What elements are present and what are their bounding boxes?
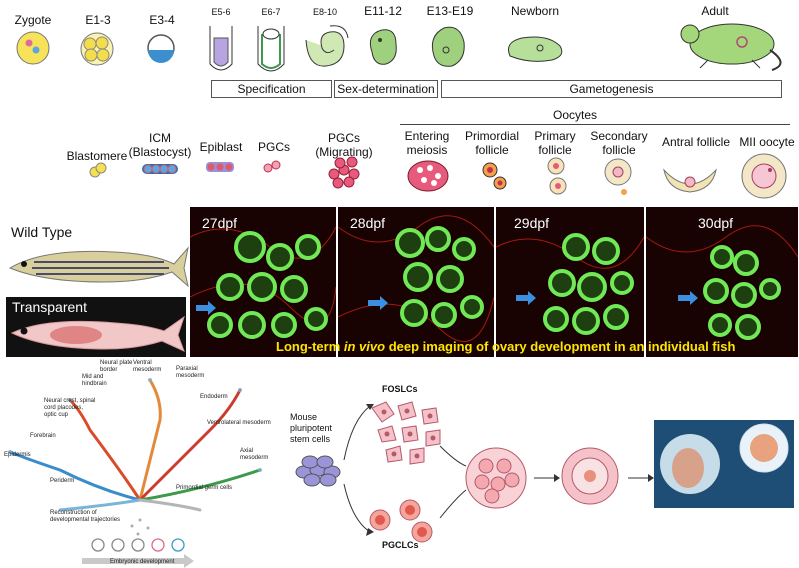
label-epiblast: Epiblast bbox=[199, 140, 243, 154]
label-pgclcs: PGCLCs bbox=[382, 540, 419, 550]
phase-specification: Specification bbox=[211, 80, 332, 98]
imaging-frame-27dpf: 27dpf bbox=[190, 207, 336, 357]
blastomere-cells bbox=[89, 162, 107, 178]
migrating-pgc-cluster bbox=[328, 156, 360, 189]
egg-cylinder-e6-illustration bbox=[257, 26, 285, 72]
icm-cells bbox=[142, 164, 178, 174]
egg-cylinder-e5-illustration bbox=[209, 26, 233, 71]
label-pgcs-migrating: PGCs (Migrating) bbox=[315, 131, 373, 159]
label-primordial-follicle: Primordial follicle bbox=[464, 129, 519, 157]
stage-label-zygote: Zygote bbox=[14, 13, 52, 27]
trajectory-tree bbox=[8, 378, 262, 568]
label-transparent: Transparent bbox=[12, 299, 87, 315]
label-neural-crest: Neural crest, spinal cord placodes, opti… bbox=[44, 398, 96, 418]
primary-follicles bbox=[547, 157, 567, 195]
antral-follicle bbox=[663, 168, 717, 193]
zygote-illustration bbox=[16, 31, 50, 65]
label-wild-type: Wild Type bbox=[11, 224, 73, 240]
wild-type-zebrafish bbox=[8, 246, 189, 288]
label-forebrain: Forebrain bbox=[30, 433, 56, 439]
timepoint-30dpf: 30dpf bbox=[698, 215, 734, 231]
label-endoderm: Endoderm bbox=[200, 394, 228, 400]
imaging-frame-29dpf: 29dpf bbox=[496, 207, 644, 357]
stage-label-e11-12: E11-12 bbox=[364, 4, 402, 18]
label-embryonic-development: Embryonic development bbox=[110, 559, 175, 565]
label-epidermis: Epidermis bbox=[4, 452, 31, 458]
oocytes-bracket bbox=[400, 124, 790, 125]
trajectory-tree-panel: Neural plate border Ventral mesoderm Par… bbox=[0, 360, 290, 568]
imaging-frame-30dpf: 30dpf bbox=[646, 207, 798, 357]
label-mid-hindbrain: Mid and hindbrain bbox=[82, 374, 107, 387]
label-periderm: Periderm bbox=[50, 478, 75, 484]
phase-gametogenesis: Gametogenesis bbox=[441, 80, 782, 98]
stage-label-newborn: Newborn bbox=[510, 4, 560, 18]
label-blastomere: Blastomere bbox=[66, 149, 128, 163]
label-mouse-psc: Mouse pluripotent stem cells bbox=[290, 412, 333, 444]
blastocyst-illustration bbox=[147, 34, 175, 63]
aggregate bbox=[465, 447, 527, 509]
meiosis-cyst bbox=[407, 160, 449, 192]
follicle bbox=[561, 447, 619, 505]
label-mii-oocyte: MII oocyte bbox=[739, 135, 795, 149]
timepoint-28dpf: 28dpf bbox=[350, 215, 386, 231]
label-paraxial-mesoderm: Paraxial mesoderm bbox=[176, 366, 205, 379]
phase-sex-determination: Sex-determination bbox=[334, 80, 438, 98]
label-antral-follicle: Antral follicle bbox=[661, 135, 731, 149]
morula-illustration bbox=[80, 32, 114, 66]
label-neural-plate-border: Neural plate border bbox=[100, 360, 133, 373]
embryo-e8-illustration bbox=[305, 25, 349, 67]
timepoint-27dpf: 27dpf bbox=[202, 215, 238, 231]
embryo-photo bbox=[654, 420, 794, 508]
mii-oocyte bbox=[741, 153, 787, 199]
stage-label-e1-3: E1-3 bbox=[85, 13, 111, 27]
germ-cell-illustrations bbox=[89, 153, 787, 199]
label-ventral-mesoderm: Ventral mesoderm bbox=[133, 360, 162, 373]
epiblast-cells bbox=[206, 162, 234, 172]
stage-label-e8-10: E8-10 bbox=[312, 7, 338, 17]
label-primary-follicle: Primary follicle bbox=[534, 129, 576, 157]
stage-label-e6-7: E6-7 bbox=[261, 7, 281, 17]
stage-label-e5-6: E5-6 bbox=[211, 7, 231, 17]
transparent-fish-photo: Transparent bbox=[6, 297, 186, 357]
label-pgcs: PGCs bbox=[257, 140, 290, 154]
pgc-cells bbox=[263, 160, 281, 173]
primordial-follicles bbox=[482, 162, 507, 190]
invitro-illustration bbox=[295, 401, 794, 543]
stage-label-e3-4: E3-4 bbox=[149, 13, 175, 27]
label-icm: ICM (Blastocyst) bbox=[128, 131, 192, 159]
newborn-mouse-illustration bbox=[508, 36, 563, 62]
invitro-panel: Mouse pluripotent stem cells FOSLCs PGCL… bbox=[290, 380, 799, 568]
secondary-follicles bbox=[604, 158, 632, 195]
label-reconstruction: Reconstruction of developmental trajecto… bbox=[50, 510, 121, 523]
stage-illustrations bbox=[16, 23, 782, 72]
label-ventrolateral-mesoderm: Ventrolateral mesoderm bbox=[207, 420, 271, 426]
label-foslcs: FOSLCs bbox=[382, 384, 418, 394]
label-primordial-germ-cells: Primordial germ cells bbox=[176, 485, 233, 491]
embryo-e13-illustration bbox=[431, 26, 465, 67]
label-secondary-follicle: Secondary follicle bbox=[590, 129, 648, 157]
label-axial-mesoderm: Axial mesoderm bbox=[240, 448, 269, 461]
stage-label-e13-19: E13-E19 bbox=[426, 4, 474, 18]
stage-label-adult: Adult bbox=[701, 4, 729, 18]
label-entering-meiosis: Entering meiosis bbox=[404, 129, 450, 157]
label-oocytes-header: Oocytes bbox=[552, 108, 597, 122]
timepoint-29dpf: 29dpf bbox=[514, 215, 550, 231]
adult-mouse-illustration bbox=[680, 23, 782, 71]
imaging-caption: Long-term in vivo deep imaging of ovary … bbox=[276, 339, 736, 354]
embryo-e11-illustration bbox=[369, 29, 397, 65]
imaging-frame-28dpf: 28dpf bbox=[338, 207, 494, 357]
